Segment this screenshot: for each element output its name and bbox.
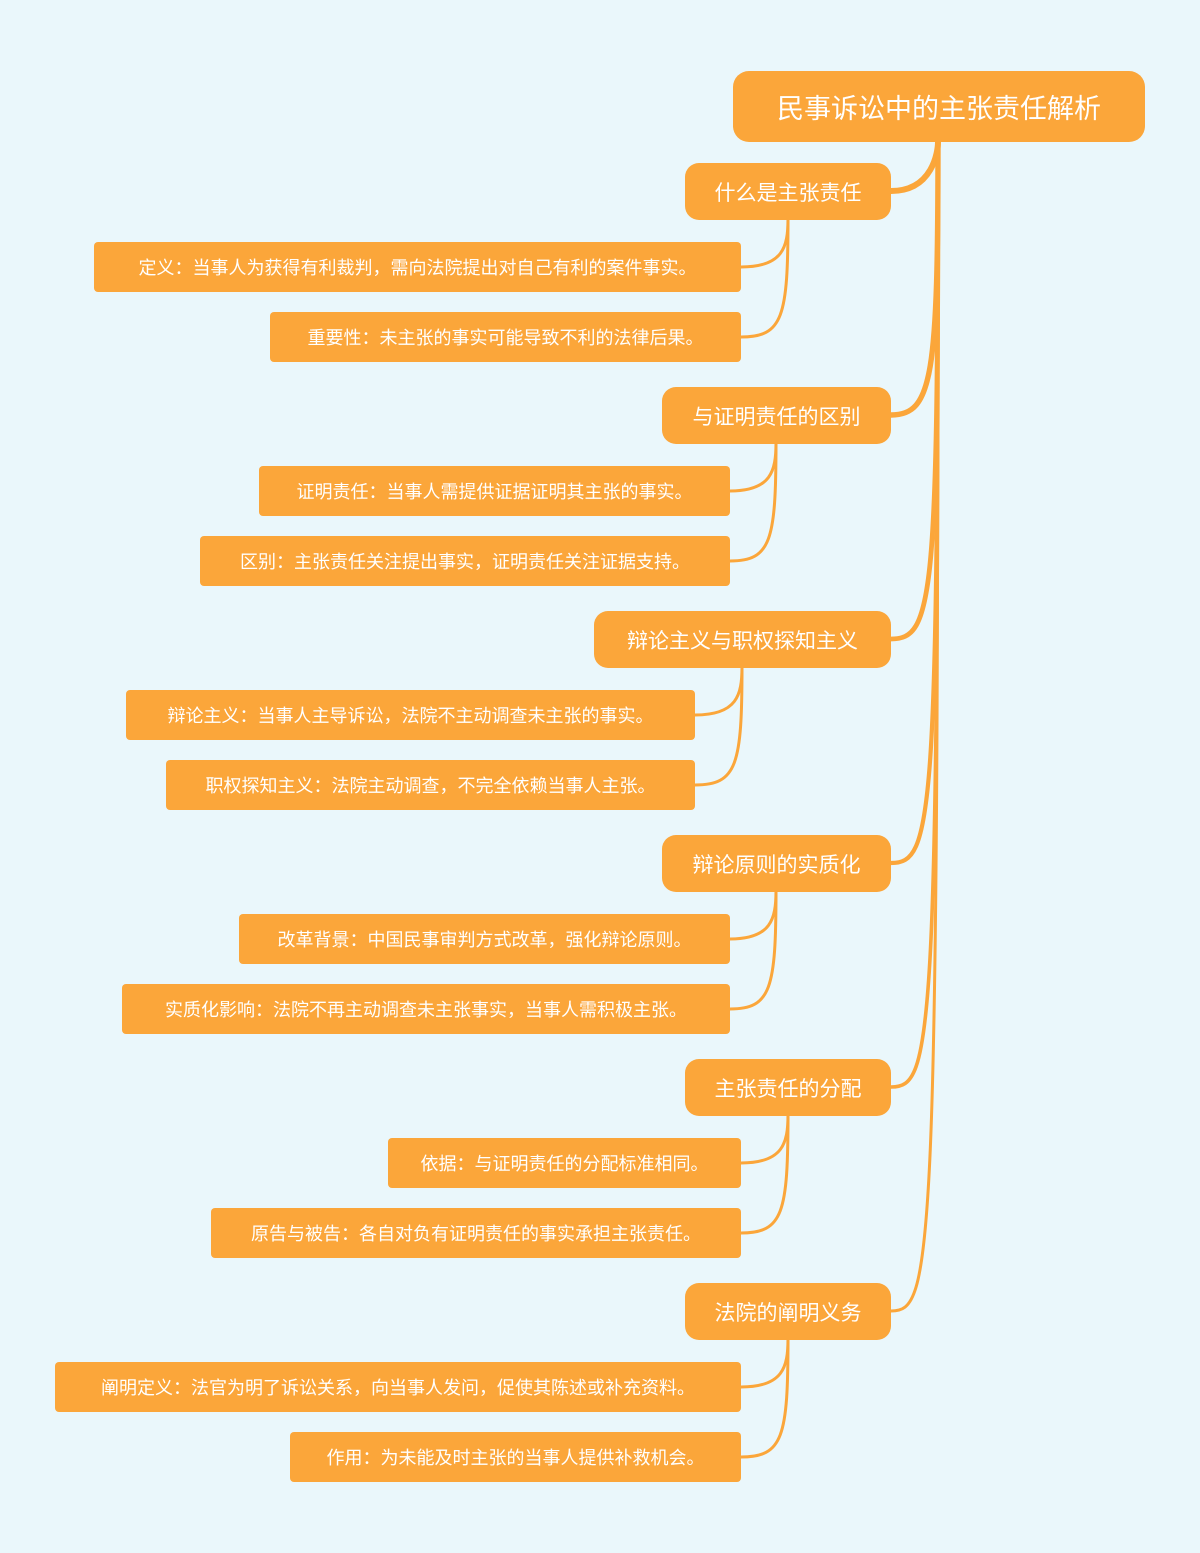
leaf-definition[interactable]: 定义：当事人为获得有利裁判，需向法院提出对自己有利的案件事实。 — [94, 242, 741, 292]
leaf-function[interactable]: 作用：为未能及时主张的当事人提供补救机会。 — [290, 1432, 741, 1482]
leaf-clarification-definition[interactable]: 阐明定义：法官为明了诉讼关系，向当事人发问，促使其陈述或补充资料。 — [55, 1362, 741, 1412]
connector-line — [739, 217, 790, 269]
connector-line — [739, 217, 790, 339]
leaf-proof-burden[interactable]: 证明责任：当事人需提供证据证明其主张的事实。 — [259, 466, 730, 516]
branch-vs-proof-burden[interactable]: 与证明责任的区别 — [662, 387, 891, 444]
connector-line — [889, 140, 940, 1089]
leaf-reform-background[interactable]: 改革背景：中国民事审判方式改革，强化辩论原则。 — [239, 914, 730, 964]
connector-line — [739, 1113, 790, 1235]
branch-adversarial-vs-inquisitorial[interactable]: 辩论主义与职权探知主义 — [594, 611, 891, 668]
connector-line — [693, 665, 744, 787]
branch-court-clarification[interactable]: 法院的阐明义务 — [685, 1283, 891, 1340]
connector-line — [728, 441, 778, 563]
connector-line — [888, 139, 941, 642]
leaf-inquisitorial[interactable]: 职权探知主义：法院主动调查，不完全依赖当事人主张。 — [166, 760, 695, 810]
connector-line — [693, 665, 744, 717]
connector-line — [728, 441, 778, 493]
branch-allocation[interactable]: 主张责任的分配 — [685, 1059, 891, 1116]
leaf-basis[interactable]: 依据：与证明责任的分配标准相同。 — [388, 1138, 741, 1188]
connector-line — [739, 1337, 790, 1389]
connector-line — [888, 139, 941, 194]
connector-line — [889, 140, 940, 1313]
connector-line — [728, 889, 778, 1011]
leaf-plaintiff-defendant[interactable]: 原告与被告：各自对负有证明责任的事实承担主张责任。 — [211, 1208, 741, 1258]
leaf-adversarial[interactable]: 辩论主义：当事人主导诉讼，法院不主动调查未主张的事实。 — [126, 690, 695, 740]
connector-line — [739, 1337, 790, 1459]
leaf-difference[interactable]: 区别：主张责任关注提出事实，证明责任关注证据支持。 — [200, 536, 730, 586]
connector-line — [739, 1113, 790, 1165]
connector-line — [888, 139, 941, 866]
connector-line — [728, 889, 778, 941]
branch-debate-substantiation[interactable]: 辩论原则的实质化 — [662, 835, 891, 892]
branch-what-is-burden[interactable]: 什么是主张责任 — [685, 163, 891, 220]
root-topic[interactable]: 民事诉讼中的主张责任解析 — [733, 71, 1145, 142]
leaf-substantiation-impact[interactable]: 实质化影响：法院不再主动调查未主张事实，当事人需积极主张。 — [122, 984, 730, 1034]
leaf-importance[interactable]: 重要性：未主张的事实可能导致不利的法律后果。 — [270, 312, 741, 362]
